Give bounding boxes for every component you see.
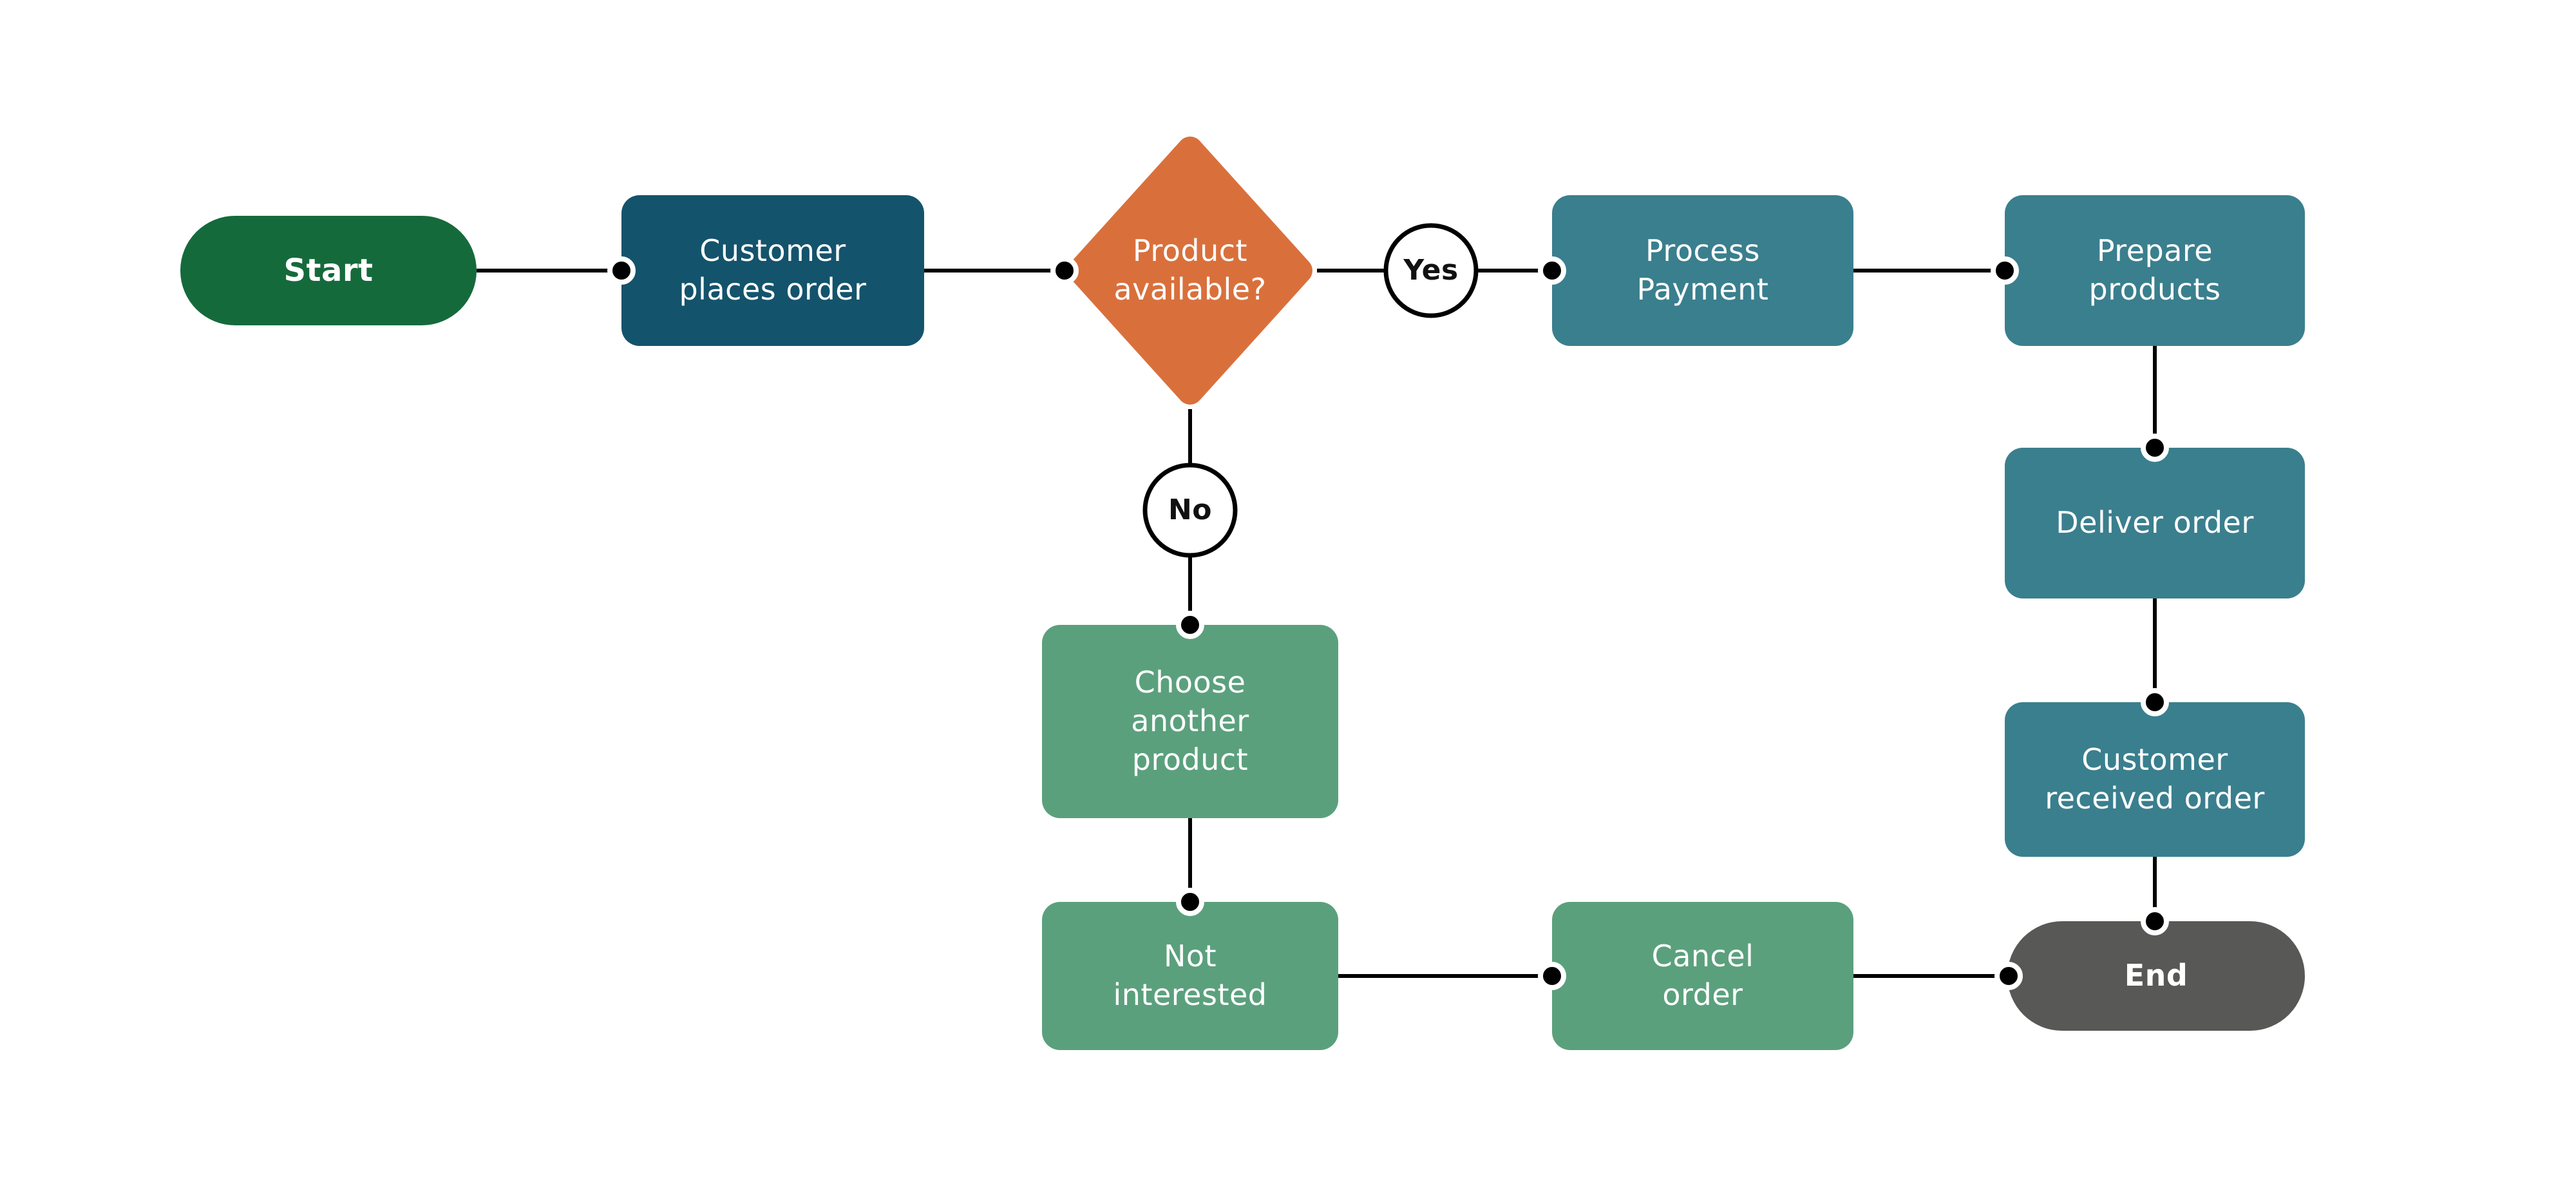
connector-dot-cancel-left <box>1538 962 1566 990</box>
node-product-available-shape <box>1068 137 1312 405</box>
node-deliver-order[interactable]: Deliver order <box>2056 505 2254 540</box>
badge-yes-shape <box>1383 223 1479 318</box>
node-start-shape <box>180 216 477 325</box>
badge-no-shape <box>1142 463 1238 558</box>
node-prepare-products[interactable]: Prepare products <box>2088 233 2221 307</box>
node-product-available[interactable]: Product available? <box>1113 233 1267 307</box>
node-end-shape <box>2007 921 2305 1031</box>
node-process-payment-shape <box>1552 195 1853 346</box>
node-cancel-order-shape <box>1552 902 1853 1050</box>
connector-dot-end-left <box>1994 962 2023 990</box>
node-customer-received-order-shape <box>2005 702 2305 857</box>
node-cancel-order[interactable]: Cancel order <box>1651 939 1754 1012</box>
connector-dot-received-top <box>2141 688 2169 716</box>
node-customer-places-order[interactable]: Customer places order <box>679 233 867 307</box>
node-choose-another-product[interactable]: Choose another product <box>1131 665 1249 777</box>
connector-dot-choose-top <box>1176 611 1204 639</box>
node-deliver-order-shape <box>2005 448 2305 598</box>
node-prepare-products-shape <box>2005 195 2305 346</box>
badge-yes[interactable]: Yes <box>1403 254 1459 287</box>
node-customer-received-order[interactable]: Customer received order <box>2045 742 2265 816</box>
node-choose-another-product-shape <box>1042 625 1338 818</box>
node-process-payment[interactable]: Process Payment <box>1636 233 1769 307</box>
badge-no[interactable]: No <box>1168 493 1213 527</box>
connector-dot-customer-left <box>607 256 636 285</box>
node-not-interested[interactable]: Not interested <box>1113 939 1267 1012</box>
node-customer-places-order-shape <box>621 195 924 346</box>
connector-dot-decision-left <box>1050 256 1079 285</box>
node-not-interested-shape <box>1042 902 1338 1050</box>
connector-dot-process-left <box>1538 256 1566 285</box>
node-end[interactable]: End <box>2124 958 2188 993</box>
connector-dot-end-top <box>2141 907 2169 935</box>
node-start[interactable]: Start <box>283 252 374 289</box>
connector-dot-prepare-left <box>1991 256 2019 285</box>
connector-dot-deliver-top <box>2141 434 2169 462</box>
connector-dot-notinterested-top <box>1176 888 1204 916</box>
